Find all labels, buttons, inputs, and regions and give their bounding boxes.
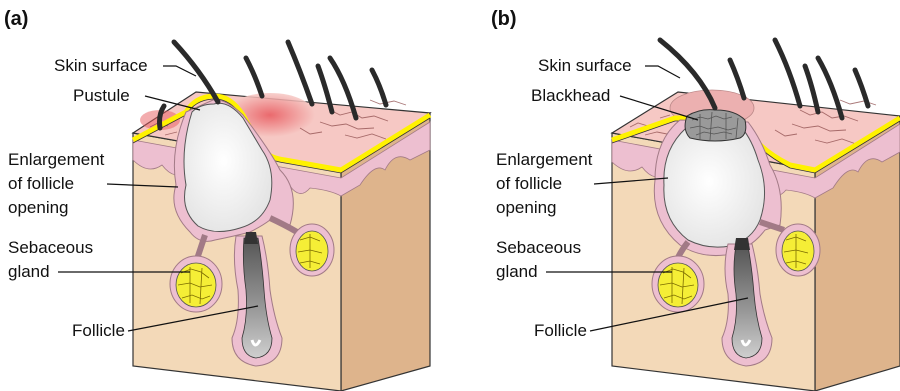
panel-b-leader-skin-surface — [645, 66, 680, 78]
panel-b-label-skin-surface: Skin surface — [538, 56, 632, 75]
panel-a-sebaceous-gland-right — [290, 224, 334, 276]
panel-a-label-skin-surface: Skin surface — [54, 56, 148, 75]
panel-a-label-enlargement-2: of follicle — [8, 174, 74, 193]
panel-b-follicle-sac — [664, 128, 765, 247]
panel-b-label-sebaceous-2: gland — [496, 262, 538, 281]
panel-a-sebaceous-gland-left — [170, 256, 222, 312]
panel-b-label-enlargement-2: of follicle — [496, 174, 562, 193]
panel-b-sebaceous-gland-left — [652, 256, 704, 312]
panel-b-sebaceous-gland-right — [776, 224, 820, 276]
panel-a-letter: (a) — [4, 8, 28, 30]
panel-a-skin-block — [133, 42, 430, 391]
panel-b-label-follicle: Follicle — [534, 321, 587, 340]
panel-b-skin-block — [612, 40, 900, 391]
panel-a-leader-skin-surface — [163, 66, 196, 76]
panel-a-label-enlargement-1: Enlargement — [8, 150, 105, 169]
panel-a-label-sebaceous-2: gland — [8, 262, 50, 281]
panel-a-label-follicle: Follicle — [72, 321, 125, 340]
panel-b: (b) — [491, 8, 900, 391]
panel-a-label-enlargement-3: opening — [8, 198, 69, 217]
panel-b-blackhead — [685, 110, 746, 141]
panel-b-letter: (b) — [491, 8, 517, 30]
panel-b-label-blackhead: Blackhead — [531, 86, 610, 105]
panel-a-label-sebaceous-1: Sebaceous — [8, 238, 93, 257]
panel-a: (a) — [4, 8, 430, 391]
panel-a-label-pustule: Pustule — [73, 86, 130, 105]
panel-b-label-sebaceous-1: Sebaceous — [496, 238, 581, 257]
panel-b-label-enlargement-1: Enlargement — [496, 150, 593, 169]
panel-b-label-enlargement-3: opening — [496, 198, 557, 217]
